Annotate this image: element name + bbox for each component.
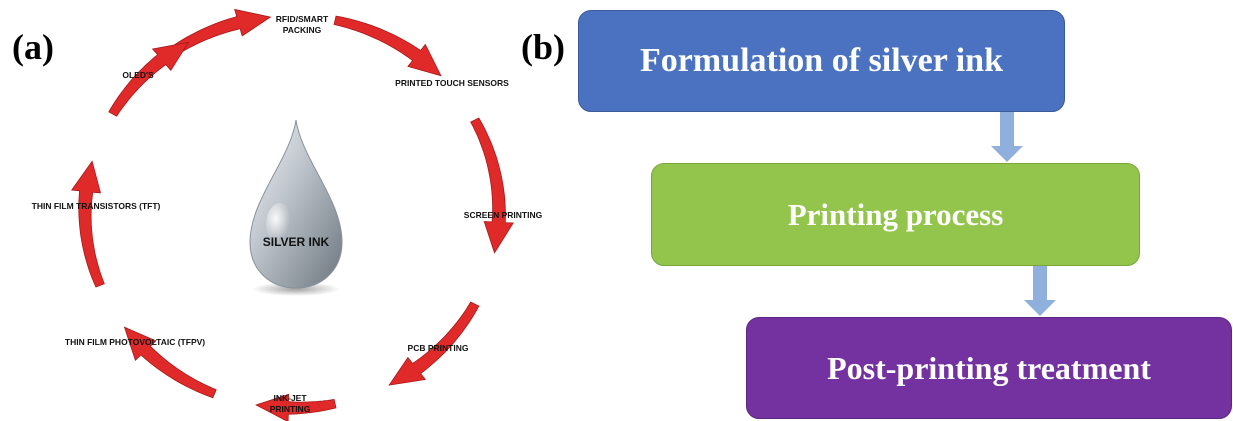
- app-tft: THIN FILM TRANSISTORS (TFT): [32, 201, 161, 211]
- step-formulation-text: Formulation of silver ink: [640, 42, 1003, 79]
- app-inkjet-line2: PRINTING: [270, 404, 311, 414]
- step-printing-text: Printing process: [787, 196, 1004, 232]
- app-pcb-printing: PCB PRINTING: [408, 343, 469, 353]
- cycle-arrow-6: [123, 326, 217, 399]
- step-post-printing-box: Post-printing treatment: [746, 317, 1232, 419]
- application-labels: RFID/SMART PACKING PRINTED TOUCH SENSORS…: [32, 14, 543, 414]
- silver-ink-cycle-diagram: SILVER INK RFID/SMART PACKING PRINTED TO…: [32, 8, 543, 421]
- app-rfid-line2: PACKING: [283, 25, 322, 35]
- cycle-arrow-8: [108, 41, 190, 117]
- silver-ink-label: SILVER INK: [263, 235, 330, 249]
- app-tfpv: THIN FILM PHOTOVOLTAIC (TFPV): [65, 337, 205, 347]
- app-inkjet-line1: INK-JET: [273, 393, 307, 403]
- app-touch-sensors: PRINTED TOUCH SENSORS: [395, 78, 509, 88]
- panel-b-label: (b): [521, 27, 565, 67]
- connector-arrow-1: [991, 112, 1023, 162]
- step-printing-box: Printing process: [651, 163, 1140, 266]
- cycle-arrow-2: [333, 15, 442, 77]
- cycle-arrow-4: [388, 301, 480, 386]
- cycle-arrows: [70, 8, 514, 421]
- panel-a-label: (a): [12, 27, 54, 67]
- cycle-arrow-7: [70, 160, 105, 288]
- app-oleds: OLED'S: [122, 70, 154, 80]
- cycle-arrow-3: [470, 117, 514, 254]
- silver-ink-drop: SILVER INK: [249, 119, 343, 296]
- connector-arrow-2: [1024, 266, 1056, 316]
- app-rfid-line1: RFID/SMART: [276, 14, 329, 24]
- cycle-arrow-5: [255, 393, 337, 421]
- app-screen-printing: SCREEN PRINTING: [464, 210, 543, 220]
- step-formulation-box: Formulation of silver ink: [578, 10, 1065, 112]
- step-post-printing-text: Post-printing treatment: [827, 349, 1151, 386]
